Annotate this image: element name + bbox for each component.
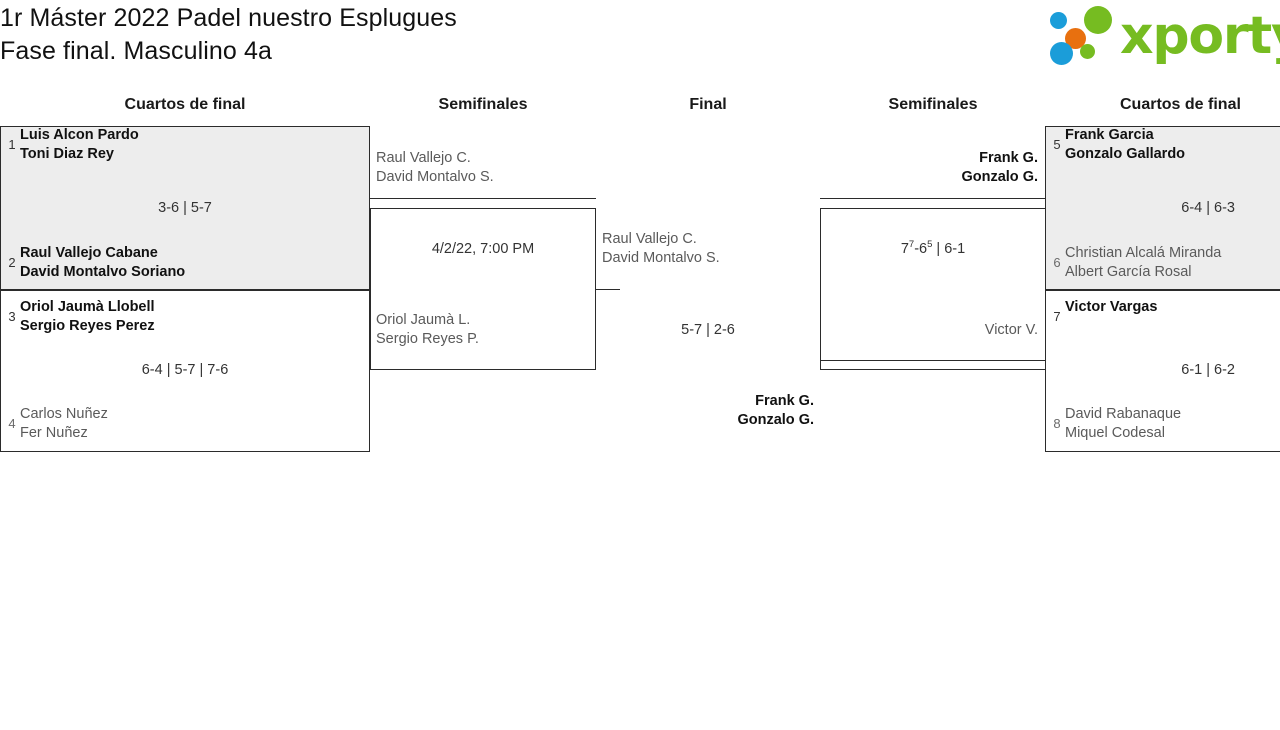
- player-name: Raul Vallejo Cabane: [20, 245, 158, 261]
- score-games-2: -6: [914, 241, 928, 257]
- player-name: Toni Diaz Rey: [20, 146, 114, 162]
- player-name: Oriol Jaumà L.: [376, 312, 471, 328]
- match-qf4-team-top[interactable]: 7 Victor Vargas: [1049, 298, 1280, 326]
- match-qf1-team-top[interactable]: 1 Luis Alcon Pardo Toni Diaz Rey: [4, 126, 364, 164]
- seed-number: 7: [1053, 309, 1061, 324]
- player-name: David Montalvo S.: [602, 250, 720, 266]
- seed-number: 1: [8, 137, 16, 152]
- player-name: Sergio Reyes P.: [376, 331, 479, 347]
- player-name: David Montalvo S.: [376, 169, 494, 185]
- connector-qf3-to-sf-right: [820, 198, 1046, 199]
- player-name: Oriol Jaumà Llobell: [20, 299, 155, 315]
- score-set-2: | 6-1: [932, 241, 966, 257]
- player-name: Victor V.: [984, 322, 1038, 338]
- player-name: Sergio Reyes Perez: [20, 318, 155, 334]
- team-names: Christian Alcalá Miranda Albert García R…: [1065, 244, 1221, 282]
- match-qf2-team-top[interactable]: 3 Oriol Jaumà Llobell Sergio Reyes Perez: [4, 298, 364, 336]
- tournament-title: 1r Máster 2022 Padel nuestro Esplugues F…: [0, 2, 900, 68]
- player-name: Carlos Nuñez: [20, 406, 108, 422]
- player-name: Albert García Rosal: [1065, 264, 1192, 280]
- player-name: Fer Nuñez: [20, 425, 88, 441]
- team-names: Oriol Jaumà L. Sergio Reyes P.: [376, 311, 479, 349]
- match-sf-right-team-bottom[interactable]: Victor V.: [830, 321, 1038, 340]
- match-box-qf1[interactable]: [0, 126, 370, 290]
- score-tiebreak-2: 5: [927, 239, 933, 251]
- seed-number: 8: [1053, 416, 1061, 431]
- logo-dots-icon: [1050, 6, 1124, 68]
- team-names: Raul Vallejo Cabane David Montalvo Soria…: [20, 244, 185, 282]
- match-qf2-team-bottom[interactable]: 4 Carlos Nuñez Fer Nuñez: [4, 405, 364, 443]
- match-final-score: 5-7 | 2-6: [681, 322, 735, 338]
- match-qf3-team-top[interactable]: 5 Frank Garcia Gonzalo Gallardo: [1049, 126, 1280, 164]
- connector-qf4-to-sf-right: [820, 360, 1046, 361]
- match-final-team-bottom[interactable]: Frank G. Gonzalo G.: [618, 392, 814, 430]
- team-names: Carlos Nuñez Fer Nuñez: [20, 405, 108, 443]
- match-sf-left-team-bottom[interactable]: Oriol Jaumà L. Sergio Reyes P.: [376, 311, 591, 349]
- player-name: Frank G.: [755, 393, 814, 409]
- seed-number: 3: [8, 309, 16, 324]
- player-name: Frank G.: [979, 150, 1038, 166]
- team-names: Raul Vallejo C. David Montalvo S.: [376, 149, 494, 187]
- page-header: 1r Máster 2022 Padel nuestro Esplugues F…: [0, 0, 1280, 86]
- player-name: Raul Vallejo C.: [602, 231, 697, 247]
- player-name: Raul Vallejo C.: [376, 150, 471, 166]
- match-sf-left-schedule: 4/2/22, 7:00 PM: [431, 241, 535, 257]
- player-name: Gonzalo Gallardo: [1065, 146, 1186, 162]
- team-names: Victor Vargas: [1065, 298, 1157, 317]
- team-names: Victor V.: [985, 321, 1038, 340]
- team-names: Frank G. Gonzalo G.: [961, 149, 1038, 187]
- match-qf4-score: 6-1 | 6-2: [1181, 362, 1235, 378]
- match-qf3-team-bottom[interactable]: 6 Christian Alcalá Miranda Albert García…: [1049, 244, 1280, 282]
- score-tiebreak-1: 7: [908, 239, 915, 251]
- match-qf1-team-bottom[interactable]: 2 Raul Vallejo Cabane David Montalvo Sor…: [4, 244, 364, 282]
- team-names: Raul Vallejo C. David Montalvo S.: [602, 230, 720, 268]
- match-box-qf3[interactable]: [1045, 126, 1280, 290]
- player-name: Victor Vargas: [1065, 299, 1158, 315]
- score-games-1: 7: [900, 241, 909, 257]
- team-names: Oriol Jaumà Llobell Sergio Reyes Perez: [20, 298, 155, 336]
- team-names: Frank G. Gonzalo G.: [737, 392, 814, 430]
- column-header-final: Final: [689, 96, 727, 113]
- match-qf1-score: 3-6 | 5-7: [158, 200, 212, 216]
- match-box-qf4[interactable]: [1045, 290, 1280, 452]
- player-name: Christian Alcalá Miranda: [1065, 245, 1222, 261]
- player-name: Miquel Codesal: [1065, 425, 1165, 441]
- match-box-qf2[interactable]: [0, 290, 370, 452]
- seed-number: 6: [1053, 255, 1061, 270]
- match-qf4-team-bottom[interactable]: 8 David Rabanaque Miquel Codesal: [1049, 405, 1280, 443]
- seed-number: 4: [8, 416, 16, 431]
- match-sf-right-score: 77-65 | 6-1: [838, 240, 1028, 259]
- title-line-1: 1r Máster 2022 Padel nuestro Esplugues: [0, 4, 457, 32]
- connector-sf-left-to-final: [596, 289, 620, 290]
- column-header-right-quarterfinals: Cuartos de final: [1120, 96, 1241, 113]
- column-header-left-quarterfinals: Cuartos de final: [124, 96, 246, 113]
- column-header-right-semifinals: Semifinales: [888, 96, 978, 113]
- connector-qf1-to-sf: [370, 198, 596, 199]
- match-box-sf-left[interactable]: [370, 208, 596, 370]
- player-name: David Rabanaque: [1065, 406, 1182, 422]
- team-names: Luis Alcon Pardo Toni Diaz Rey: [20, 126, 139, 164]
- seed-number: 5: [1053, 137, 1061, 152]
- player-name: Gonzalo G.: [961, 169, 1038, 185]
- title-line-2: Fase final. Masculino 4a: [0, 37, 272, 65]
- match-qf2-score: 6-4 | 5-7 | 7-6: [141, 362, 229, 378]
- match-sf-right-team-top[interactable]: Frank G. Gonzalo G.: [830, 149, 1038, 187]
- player-name: Frank Garcia: [1065, 127, 1154, 143]
- team-names: David Rabanaque Miquel Codesal: [1065, 405, 1181, 443]
- match-qf3-score: 6-4 | 6-3: [1181, 200, 1235, 216]
- match-final-team-top[interactable]: Raul Vallejo C. David Montalvo S.: [602, 230, 817, 268]
- player-name: David Montalvo Soriano: [20, 264, 186, 280]
- player-name: Luis Alcon Pardo: [20, 127, 139, 143]
- xporty-logo[interactable]: xporty: [1050, 4, 1280, 70]
- column-header-left-semifinals: Semifinales: [438, 96, 528, 113]
- seed-number: 2: [8, 255, 16, 270]
- match-box-sf-right[interactable]: [820, 208, 1046, 370]
- logo-wordmark: xporty: [1120, 6, 1280, 66]
- team-names: Frank Garcia Gonzalo Gallardo: [1065, 126, 1185, 164]
- player-name: Gonzalo G.: [737, 412, 814, 428]
- match-sf-left-team-top[interactable]: Raul Vallejo C. David Montalvo S.: [376, 149, 591, 187]
